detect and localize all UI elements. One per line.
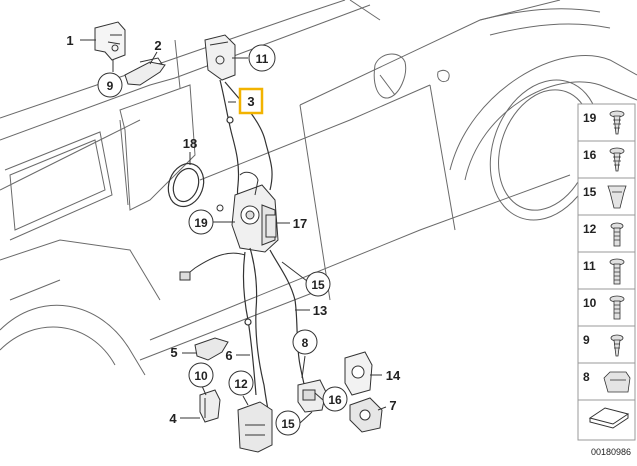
callout-label: 3 xyxy=(247,94,254,109)
shim-icon xyxy=(588,407,630,429)
callout-7[interactable]: 7 xyxy=(389,398,396,413)
part-2-bracket xyxy=(124,57,166,86)
legend-label: 12 xyxy=(583,222,597,236)
part-4-bracket xyxy=(199,389,221,423)
callout-label: 10 xyxy=(194,369,208,383)
legend-item-15[interactable]: 15 xyxy=(583,185,627,209)
part-wiring-harness xyxy=(179,252,246,281)
callout-label: 6 xyxy=(225,348,232,363)
callout-label: 11 xyxy=(256,52,269,66)
parts-legend: 19 16 15 12 xyxy=(577,103,636,441)
callout-8[interactable]: 8 xyxy=(292,329,318,355)
part-7-striker xyxy=(349,397,383,433)
callout-12[interactable]: 12 xyxy=(228,370,254,396)
callout-label: 15 xyxy=(311,278,325,292)
clip-nut-icon xyxy=(607,185,627,209)
callout-19[interactable]: 19 xyxy=(188,209,214,235)
callout-4[interactable]: 4 xyxy=(169,411,177,426)
callout-label: 2 xyxy=(154,38,161,53)
legend-label: 8 xyxy=(583,370,590,384)
screw-icon xyxy=(609,147,625,172)
legend-label: 16 xyxy=(583,148,597,162)
callout-label: 17 xyxy=(293,216,307,231)
bolt-icon xyxy=(610,222,624,247)
callout-label: 8 xyxy=(302,336,309,350)
callout-label: 16 xyxy=(328,393,342,407)
callout-label: 1 xyxy=(66,33,73,48)
legend-item-16[interactable]: 16 xyxy=(583,147,625,172)
callout-5[interactable]: 5 xyxy=(170,345,177,360)
callout-10[interactable]: 10 xyxy=(188,362,214,388)
callout-label: 18 xyxy=(183,136,197,151)
bolt-icon xyxy=(609,258,625,285)
part-17-motor xyxy=(265,214,277,238)
legend-item-11[interactable]: 11 xyxy=(583,258,625,285)
diagram-number: 00180986 xyxy=(591,447,631,457)
screw-icon xyxy=(609,110,625,135)
part-11-latch-upper xyxy=(204,34,236,81)
legend-item-10[interactable]: 10 xyxy=(583,295,625,320)
part-5-bracket xyxy=(194,337,229,361)
legend-label: 19 xyxy=(583,111,597,125)
callout-label: 15 xyxy=(281,417,295,431)
part-14-gasket xyxy=(344,351,373,396)
legend-label: 9 xyxy=(583,333,590,347)
callout-14[interactable]: 14 xyxy=(386,368,401,383)
callout-label: 7 xyxy=(389,398,396,413)
callout-label: 19 xyxy=(194,216,208,230)
callout-17[interactable]: 17 xyxy=(293,216,307,231)
callout-6[interactable]: 6 xyxy=(225,348,232,363)
car-body-outline xyxy=(0,0,637,376)
callout-16[interactable]: 16 xyxy=(322,386,348,412)
legend-item-shim[interactable] xyxy=(588,407,630,429)
part-1-bracket xyxy=(94,21,126,61)
legend-label: 15 xyxy=(583,185,597,199)
callout-9[interactable]: 9 xyxy=(97,72,123,98)
bolt-icon xyxy=(609,295,625,320)
callout-18[interactable]: 18 xyxy=(183,136,197,151)
legend-item-19[interactable]: 19 xyxy=(583,110,625,135)
legend-item-9[interactable]: 9 xyxy=(583,333,624,357)
legend-item-8[interactable]: 8 xyxy=(583,370,631,393)
callout-label: 13 xyxy=(313,303,327,318)
callout-label: 9 xyxy=(107,79,114,93)
legend-label: 11 xyxy=(583,259,596,273)
screw-icon xyxy=(610,334,624,357)
callout-15-lower[interactable]: 15 xyxy=(275,410,301,436)
part-8-lever xyxy=(297,379,327,413)
callout-11[interactable]: 11 xyxy=(248,44,276,72)
callout-label: 4 xyxy=(169,411,177,426)
callout-15-upper[interactable]: 15 xyxy=(305,271,331,297)
callout-2[interactable]: 2 xyxy=(154,38,161,53)
callout-3-highlight[interactable]: 3 xyxy=(238,87,264,115)
leader-lines xyxy=(80,39,387,424)
callout-13[interactable]: 13 xyxy=(313,303,327,318)
callout-1[interactable]: 1 xyxy=(66,33,73,48)
callout-label: 12 xyxy=(234,377,248,391)
legend-item-12[interactable]: 12 xyxy=(583,222,624,247)
part-lock-assembly xyxy=(216,171,279,253)
clip-icon xyxy=(603,371,631,393)
part-12-lower-latch xyxy=(237,401,273,453)
legend-label: 10 xyxy=(583,296,597,310)
callout-label: 14 xyxy=(386,368,401,383)
part-18-speaker-ring xyxy=(167,162,205,208)
callout-label: 5 xyxy=(170,345,177,360)
